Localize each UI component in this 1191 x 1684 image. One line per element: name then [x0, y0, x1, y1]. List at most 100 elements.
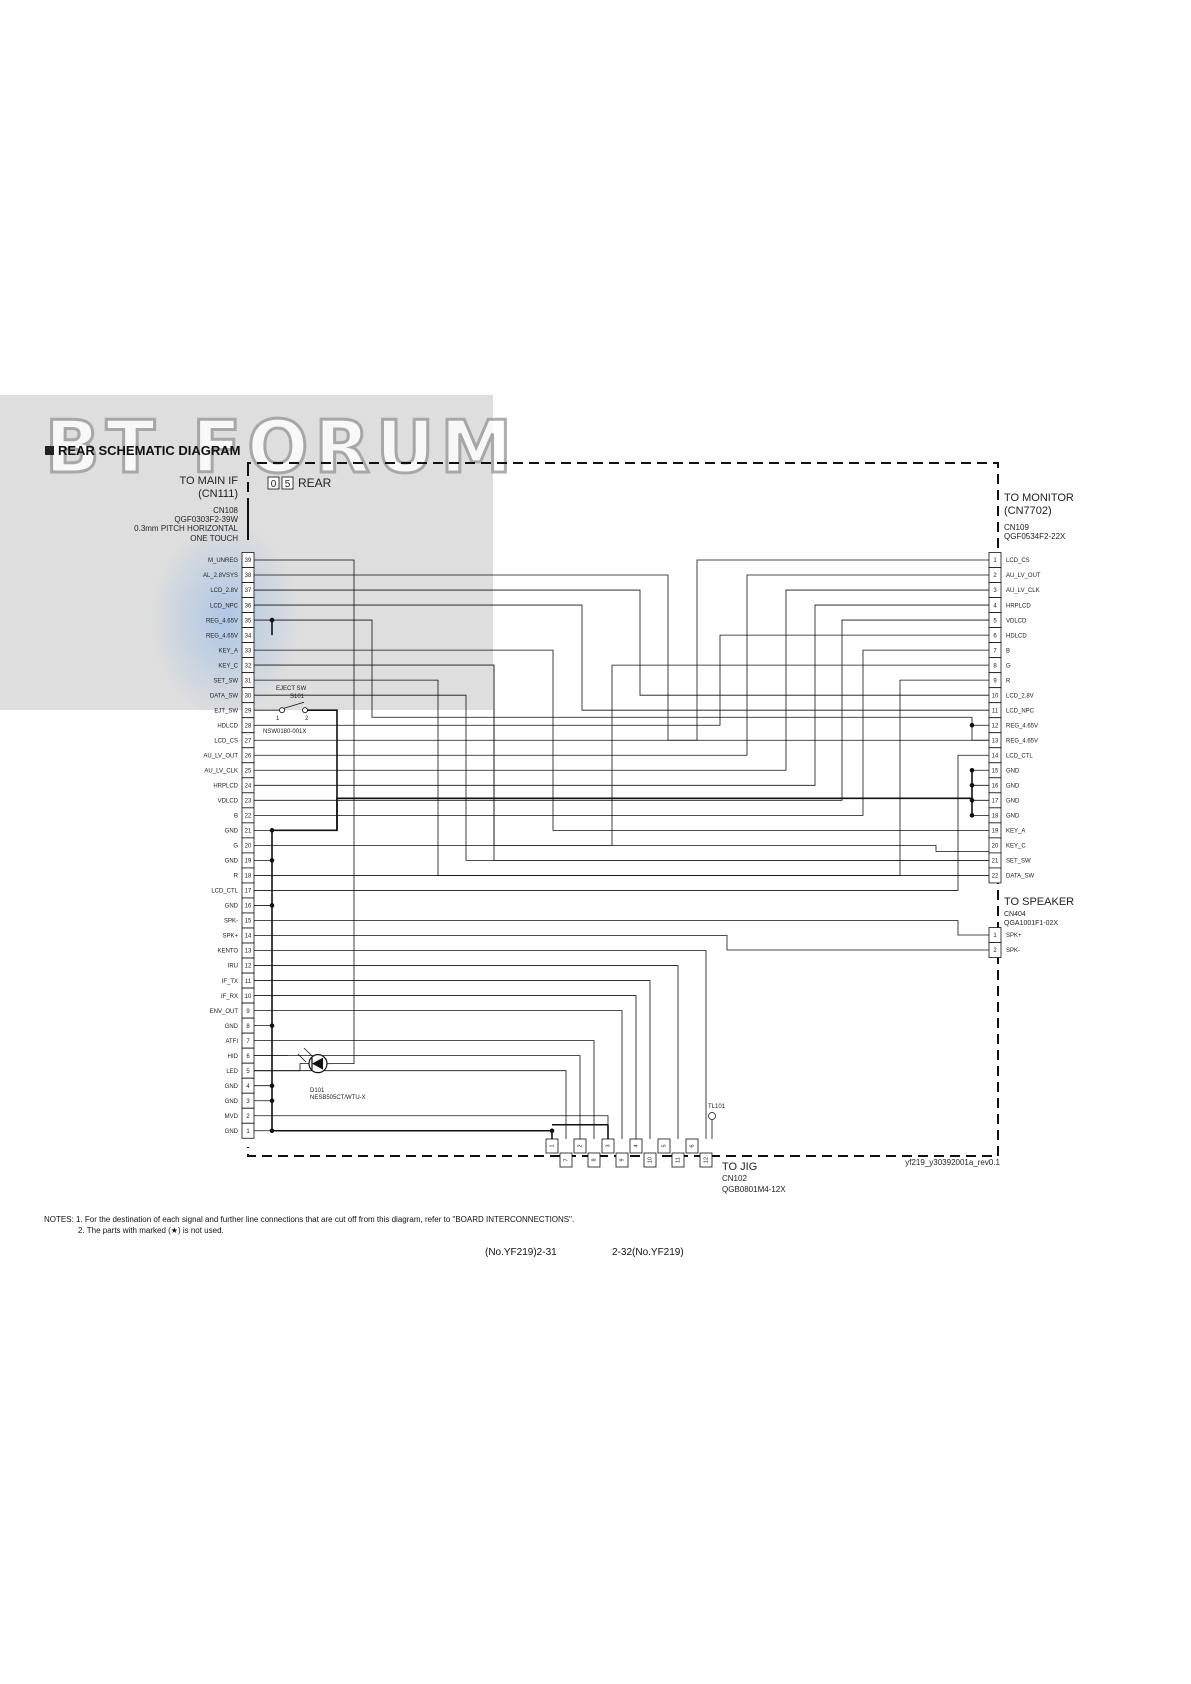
cn108-pin-name: R [234, 874, 239, 880]
cn102-pin-number: 10 [647, 1157, 653, 1163]
cn109-pin-number: 8 [993, 663, 997, 669]
cn109-pin-name: AU_LV_CLK [1006, 588, 1040, 594]
cn108-pin-number: 14 [245, 934, 252, 940]
cn108-pin-number: 29 [245, 708, 252, 714]
cn109-pin-name: LCD_CS [1006, 558, 1030, 564]
cn404-part: QGA1001F1-02X [1004, 920, 1058, 927]
jig-wire [254, 1055, 581, 1139]
cn108-pin-number: 11 [245, 979, 252, 985]
cn108-pin-name: HRPLCD [213, 784, 238, 790]
page-number-left: (No.YF219)2-31 [485, 1247, 557, 1258]
cn109-pin-name: R [1006, 678, 1011, 684]
signal-wire [254, 559, 989, 741]
cn109-id: CN109 [1004, 523, 1029, 532]
cn108-pin-number: 9 [246, 1009, 250, 1015]
cn109-pin-name: LCD_NPC [1006, 708, 1035, 714]
cn108-pin-name: SET_SW [213, 678, 238, 684]
signal-wire [254, 679, 989, 876]
junction-dot [969, 813, 975, 818]
cn108-pin-name: AL_2.8VSYS [203, 573, 238, 579]
cn102-pin-box [559, 1152, 573, 1168]
signal-wire [254, 589, 989, 696]
cn108-pin-name: IF_TX [222, 979, 238, 985]
cn108-pin-number: 39 [245, 558, 252, 564]
cn108-pin-number: 24 [245, 784, 252, 790]
spk-wire [254, 920, 989, 936]
cn108-pin-number: 38 [245, 573, 252, 579]
cn102-id: CN102 [722, 1174, 747, 1183]
revision-label: yf219_y30392001a_rev0.1 [905, 1158, 1000, 1167]
board-digit-2: 5 [285, 479, 291, 490]
cn108-id: CN108 [213, 506, 238, 515]
cn108-pin-number: 4 [246, 1084, 250, 1090]
cn108-pin-name: GND [225, 1129, 239, 1135]
cn108-pin-number: 2 [246, 1114, 250, 1120]
jig-wire [254, 980, 651, 1139]
cn108-pin-number: 34 [245, 633, 252, 639]
note-1: NOTES: 1. For the destination of each si… [44, 1215, 575, 1224]
ejsw-gnd-wire [307, 709, 338, 831]
cn108-pin-name: GND [225, 859, 239, 865]
cn108-pin-name: KEY_A [219, 648, 238, 654]
cn109-pin-name: VDLCD [1006, 618, 1027, 624]
cn404-to: TO SPEAKER [1004, 896, 1074, 908]
cn102-pin-box [615, 1152, 629, 1168]
cn108-pin-name: KEY_C [218, 663, 238, 669]
junction-dot [969, 783, 975, 788]
cn109-pin-number: 6 [993, 633, 997, 639]
cn108-pin-number: 15 [245, 919, 252, 925]
cn108-pin-name: ATFI [225, 1039, 238, 1045]
signal-wire [254, 649, 989, 831]
cn108-pin-name: LCD_NPC [210, 603, 239, 609]
s101-id: S101 [290, 694, 305, 700]
cn109-pin-number: 21 [992, 859, 999, 865]
cn108-pin-name: LCD_CS [214, 738, 238, 744]
signal-wire [254, 679, 989, 876]
cn109-pin-name: B [1006, 648, 1010, 654]
signal-wire [254, 694, 989, 861]
cn108-pin-number: 32 [245, 663, 252, 669]
cn108-pin-name: GND [225, 904, 239, 910]
cn108-pin-number: 6 [246, 1054, 250, 1060]
cn109-pin-number: 3 [993, 588, 997, 594]
cn109-pin-name: SET_SW [1006, 859, 1031, 865]
jig-wire [254, 995, 637, 1139]
cn109-pin-number: 16 [992, 784, 999, 790]
cn108-part: QGF0303F2-39W [174, 515, 238, 524]
cn109-part: QGF0534F2-22X [1004, 532, 1066, 541]
cn108-pin-name: LED [226, 1069, 238, 1075]
junction-dot [269, 1098, 275, 1104]
cn109-pin-name: LCD_CTL [1006, 753, 1033, 759]
led-triangle-icon [312, 1057, 323, 1070]
junction-dot [969, 767, 975, 773]
led-arrow [303, 1047, 313, 1057]
cn109-pin-name: AU_LV_OUT [1006, 573, 1041, 579]
cn108-pin-number: 10 [245, 994, 252, 1000]
jig-wire [254, 1115, 609, 1139]
cn108-pin-name: VDLCD [218, 799, 239, 805]
board-digit-1: 0 [271, 479, 277, 490]
cn102-pin-box [587, 1152, 601, 1168]
cn109-pin-name: GND [1006, 799, 1020, 805]
note-2: 2. The parts with marked (★) is not used… [78, 1226, 224, 1235]
cn108-pin-name: G [233, 844, 238, 850]
cn108-pin-number: 7 [246, 1039, 250, 1045]
cn102-pin-number: 5 [661, 1144, 667, 1147]
s101-pin1: 1 [276, 716, 280, 722]
cn108-pin-name: REG_4.65V [206, 633, 238, 639]
signal-wire [254, 634, 989, 726]
title-square-icon [45, 446, 54, 455]
cn109-pin-number: 18 [992, 814, 999, 820]
cn108-desc1: 0.3mm PITCH HORIZONTAL [134, 524, 238, 533]
junction-dot [549, 1128, 555, 1134]
led-wire [299, 1063, 309, 1071]
cn108-pin-name: LCD_2.8V [210, 588, 238, 594]
cn108-pin-name: DATA_SW [210, 693, 238, 699]
cn108-pin-number: 18 [245, 874, 252, 880]
cn108-pin-number: 31 [245, 678, 252, 684]
wires [241, 462, 1002, 1168]
signal-wire [254, 589, 989, 771]
cn109-pin-name: G [1006, 663, 1011, 669]
cn108-pin-number: 17 [245, 889, 252, 895]
